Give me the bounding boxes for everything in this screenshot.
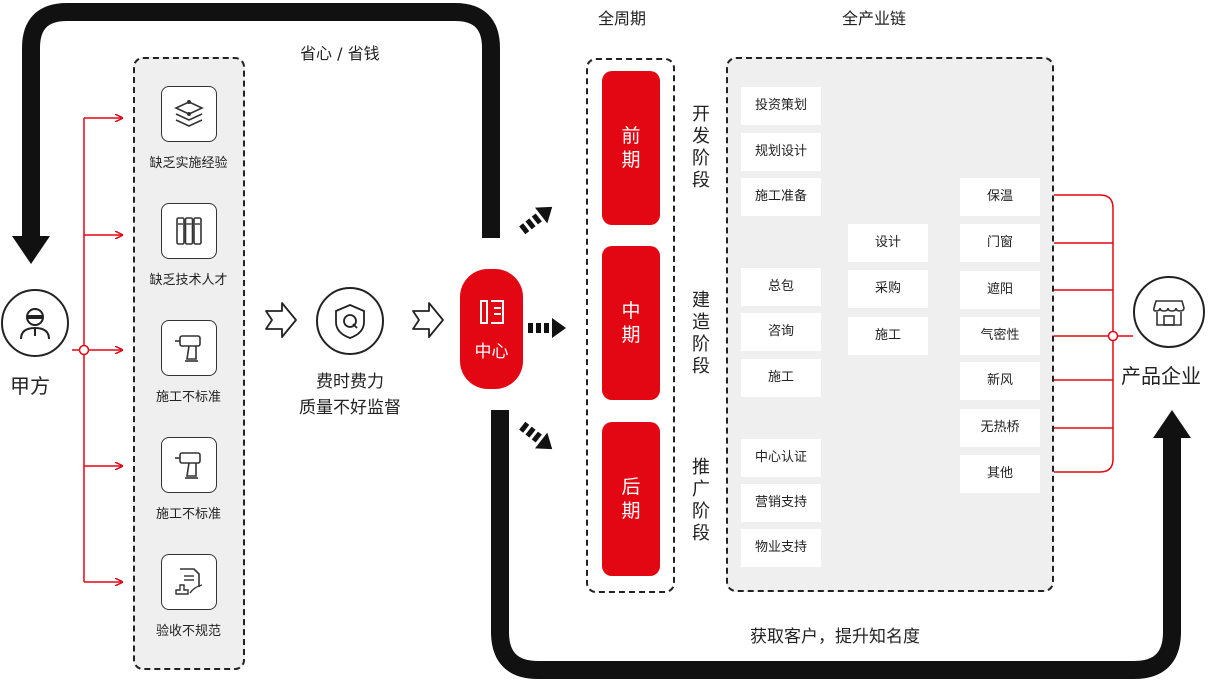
problem-item: 缺乏技术人才	[133, 203, 244, 288]
chevron-arrow-1	[265, 302, 297, 338]
product-item: 新风	[960, 362, 1040, 400]
chain-sub-item: 施工	[848, 317, 928, 355]
product-branch-node	[1107, 330, 1119, 342]
party-a-avatar	[1, 289, 69, 357]
full-chain-heading: 全产业链	[842, 9, 907, 28]
problem-label: 缺乏技术人才	[149, 273, 228, 288]
dashed-arrow-up	[519, 206, 553, 235]
dashed-arrow-down	[519, 421, 553, 450]
product-item: 气密性	[960, 317, 1040, 355]
gain-loop-bottom	[491, 410, 1181, 679]
chain-item: 规划设计	[741, 133, 821, 171]
chain-item: 投资策划	[741, 87, 821, 125]
product-item: 无热桥	[960, 409, 1040, 447]
chain-item: 施工准备	[741, 178, 821, 216]
phase-late: 后期	[602, 422, 660, 576]
gain-heading: 获取客户，提升知名度	[750, 627, 920, 647]
problem-item: 施工不标准	[133, 320, 244, 405]
chain-item: 咨询	[741, 313, 821, 351]
books-icon	[175, 217, 202, 245]
shield-q-icon	[335, 304, 365, 339]
party-branch-node	[78, 344, 90, 356]
chain-item: 施工	[741, 359, 821, 397]
product-item: 遮阳	[960, 271, 1040, 309]
stage-development: 开发阶段	[692, 104, 710, 191]
phase-middle: 中期	[602, 246, 660, 400]
problem-label: 施工不标准	[155, 390, 221, 405]
product-company-circle	[1133, 276, 1205, 348]
phases-box	[586, 58, 675, 593]
document-stamp-icon	[174, 568, 202, 595]
phase-label: 中期	[621, 300, 641, 346]
return-arrow-head	[12, 236, 50, 264]
consequence-line-1: 费时费力	[316, 372, 384, 392]
phase-label: 前期	[621, 125, 641, 171]
problem-icon-box	[160, 554, 217, 610]
consequence-text: 费时费力 质量不好监督	[280, 369, 420, 421]
chain-item: 物业支持	[741, 529, 821, 567]
product-item: 门窗	[960, 224, 1040, 262]
stage-promotion: 推广阶段	[692, 457, 710, 544]
chain-item: 营销支持	[741, 484, 821, 522]
problem-item: 验收不规范	[133, 554, 244, 639]
party-a-label: 甲方	[10, 374, 50, 398]
product-item: 其他	[960, 455, 1040, 493]
problem-label: 施工不标准	[155, 507, 221, 522]
problem-icon-box	[160, 320, 217, 376]
gain-arrow-head	[1153, 410, 1191, 438]
chain-item: 总包	[741, 268, 821, 306]
chain-sub-item: 设计	[848, 224, 928, 262]
chevron-arrow-2	[412, 302, 444, 338]
person-icon	[20, 308, 50, 340]
problem-item: 施工不标准	[133, 437, 244, 522]
save-heading: 省心 / 省钱	[300, 44, 380, 63]
consequence-line-2: 质量不好监督	[299, 398, 401, 418]
building-icon	[479, 300, 504, 324]
phase-label: 后期	[621, 476, 641, 522]
product-branch	[1046, 195, 1133, 472]
drill-icon	[174, 335, 201, 362]
center-pill: 中心	[460, 269, 523, 389]
phase-early: 前期	[602, 71, 660, 225]
product-company-label: 产品企业	[1121, 364, 1201, 388]
drill-icon	[174, 452, 201, 479]
center-label: 中心	[474, 342, 509, 362]
problem-icon-box	[160, 437, 217, 493]
full-cycle-heading: 全周期	[598, 9, 647, 28]
problem-icon-box	[160, 203, 217, 259]
store-icon	[1152, 300, 1185, 326]
problem-label: 验收不规范	[155, 624, 221, 639]
problem-label: 缺乏实施经验	[149, 156, 228, 171]
dashed-arrow-mid	[528, 318, 566, 338]
chain-item: 中心认证	[741, 439, 821, 477]
problem-item: 缺乏实施经验	[133, 86, 244, 171]
layers-icon	[173, 100, 204, 127]
product-item: 保温	[960, 178, 1040, 216]
problem-icon-box	[160, 86, 217, 142]
chain-sub-item: 采购	[848, 270, 928, 308]
consequence-icon-circle	[316, 287, 384, 355]
return-loop-top	[22, 3, 500, 238]
stage-construction: 建造阶段	[692, 290, 710, 377]
